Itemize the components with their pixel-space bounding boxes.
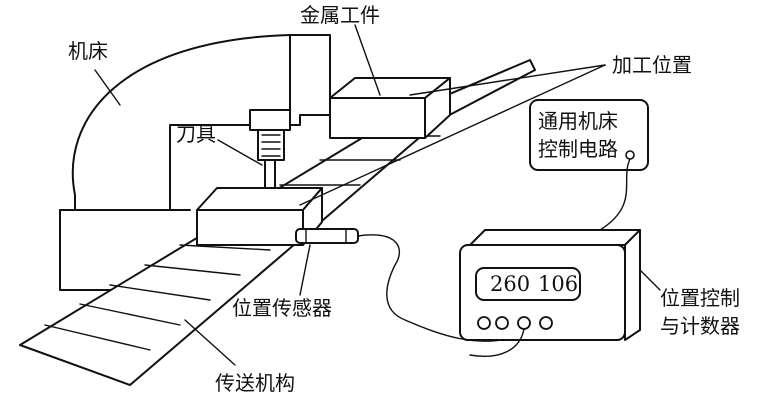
workpiece-near bbox=[196, 187, 323, 246]
workpiece-far bbox=[329, 77, 451, 139]
label-general-control-1: 通用机床 bbox=[538, 109, 618, 133]
label-conveyor: 传送机构 bbox=[215, 371, 295, 395]
label-controller-2: 与计数器 bbox=[660, 314, 740, 338]
label-metal-workpiece: 金属工件 bbox=[300, 3, 380, 27]
label-processing-position: 加工位置 bbox=[612, 53, 692, 77]
position-sensor bbox=[295, 228, 521, 342]
display-value-left: 260 bbox=[490, 272, 530, 296]
cutter-assembly bbox=[249, 109, 291, 191]
leader-lines bbox=[94, 24, 661, 366]
label-general-control-2: 控制电路 bbox=[538, 137, 618, 161]
machine-tool bbox=[59, 34, 331, 291]
label-cutter: 刀具 bbox=[176, 122, 216, 146]
position-counter-device bbox=[459, 229, 641, 357]
display-value-right: 106 bbox=[538, 272, 578, 296]
label-controller-1: 位置控制 bbox=[660, 286, 740, 310]
general-control-circuit bbox=[529, 99, 649, 231]
label-position-sensor: 位置传感器 bbox=[232, 296, 332, 320]
label-machine-tool: 机床 bbox=[68, 39, 108, 63]
